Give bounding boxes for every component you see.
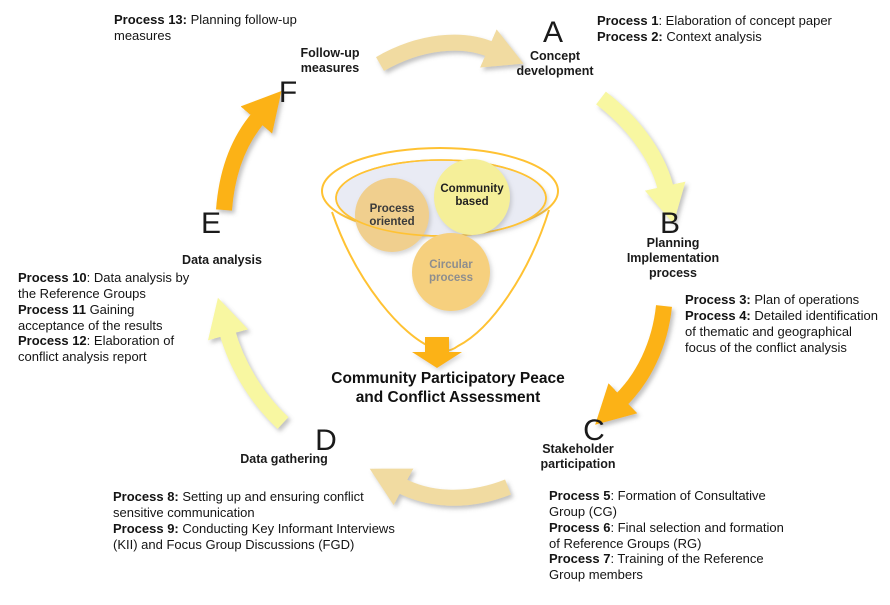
process-9-text: Conducting Key Informant Interviews (KII… — [113, 520, 395, 552]
circle-label-community-based: Community based — [440, 182, 504, 208]
process-2-text: Context analysis — [662, 28, 762, 44]
process-4-label: Process 4: — [685, 307, 751, 323]
funnel-output-arrow — [412, 337, 462, 368]
process-item-3: Process 3: Plan of operations — [685, 292, 880, 308]
process-item-5: Process 5: Formation of Consultative Gro… — [549, 488, 784, 520]
process-12-text: : Elaboration of conflict analysis repor… — [18, 333, 175, 365]
process-6-label: Process 6 — [549, 519, 611, 535]
arrow-e-to-f — [216, 90, 282, 211]
process-item-1: Process 1: Elaboration of concept paper — [597, 13, 890, 29]
process-1-label: Process 1 — [597, 13, 659, 28]
process-6-text: : Final selection and formation of Refer… — [549, 519, 784, 551]
arrow-a-to-b — [596, 91, 686, 224]
funnel — [321, 147, 559, 368]
process-item-8: Process 8: Setting up and ensuring confl… — [113, 489, 403, 521]
circle-circular-process — [412, 233, 490, 311]
circle-process-oriented — [355, 178, 429, 252]
arrow-d-to-e — [207, 297, 289, 429]
process-2-label: Process 2: — [597, 28, 663, 44]
process-item-10: Process 10: Data analysis by the Referen… — [18, 270, 198, 302]
note-process-10-12: Process 10: Data analysis by the Referen… — [18, 270, 198, 365]
process-item-4: Process 4: Detailed identification of th… — [685, 308, 880, 356]
note-process-1-2: Process 1: Elaboration of concept paper … — [597, 13, 890, 45]
note-process-5-7: Process 5: Formation of Consultative Gro… — [549, 488, 784, 583]
process-9-label: Process 9: — [113, 520, 179, 536]
process-3-text: Plan of operations — [750, 292, 860, 307]
process-7-label: Process 7 — [549, 551, 611, 567]
process-11-label: Process 11 — [18, 301, 86, 317]
stage-letter-e: E — [200, 207, 222, 240]
process-item-6: Process 6: Final selection and formation… — [549, 520, 784, 552]
process-1-text: : Elaboration of concept paper — [658, 13, 832, 28]
stage-name-planning-implementation: Planning Implementation process — [626, 236, 720, 280]
note-process-8-9: Process 8: Setting up and ensuring confl… — [113, 489, 403, 552]
diagram-title: Community Participatory Peace and Confli… — [331, 370, 565, 407]
process-8-text: Setting up and ensuring conflict sensiti… — [113, 489, 364, 520]
arrow-c-to-d — [369, 468, 511, 506]
stage-letter-f: F — [278, 76, 298, 109]
stage-name-concept-development: Concept development — [516, 49, 594, 78]
process-item-9: Process 9: Conducting Key Informant Inte… — [113, 521, 403, 553]
process-item-12: Process 12: Elaboration of conflict anal… — [18, 333, 198, 365]
process-item-13: Process 13: Planning follow-up measures — [114, 12, 354, 44]
stage-letter-a: A — [542, 16, 564, 49]
note-process-13: Process 13: Planning follow-up measures — [114, 12, 354, 44]
process-5-label: Process 5 — [549, 488, 611, 503]
process-item-2: Process 2: Context analysis — [597, 29, 890, 45]
stage-name-stakeholder-participation: Stakeholder participation — [540, 442, 616, 471]
process-10-text: : Data analysis by the Reference Groups — [18, 270, 190, 301]
process-12-label: Process 12 — [18, 333, 87, 349]
process-13-text: Planning follow-up measures — [114, 12, 297, 43]
cycle-arrows — [207, 29, 686, 506]
stage-letter-d: D — [315, 424, 337, 457]
arrow-b-to-c — [595, 305, 672, 425]
stage-letter-b: B — [659, 207, 681, 240]
circle-community-based — [434, 159, 510, 235]
stage-name-data-gathering: Data gathering — [240, 452, 328, 466]
process-10-label: Process 10 — [18, 270, 87, 285]
process-4-text: Detailed identification of thematic and … — [685, 307, 878, 355]
process-11-text: Gaining acceptance of the results — [18, 301, 163, 333]
arrow-f-to-a — [376, 29, 524, 71]
process-3-label: Process 3: — [685, 292, 751, 307]
process-item-7: Process 7: Training of the Reference Gro… — [549, 551, 784, 583]
circle-label-process-oriented: Process oriented — [369, 202, 415, 228]
note-process-3-4: Process 3: Plan of operations Process 4:… — [685, 292, 880, 355]
stage-letter-c: C — [583, 414, 605, 447]
circle-label-circular-process: Circular process — [428, 258, 474, 284]
process-7-text: : Training of the Reference Group member… — [549, 551, 764, 583]
stage-name-follow-up-measures: Follow-up measures — [300, 46, 360, 75]
process-item-11: Process 11 Gaining acceptance of the res… — [18, 302, 198, 334]
stage-name-data-analysis: Data analysis — [182, 253, 262, 267]
process-13-label: Process 13: — [114, 12, 187, 27]
process-8-label: Process 8: — [113, 489, 179, 504]
process-5-text: : Formation of Consultative Group (CG) — [549, 488, 766, 519]
